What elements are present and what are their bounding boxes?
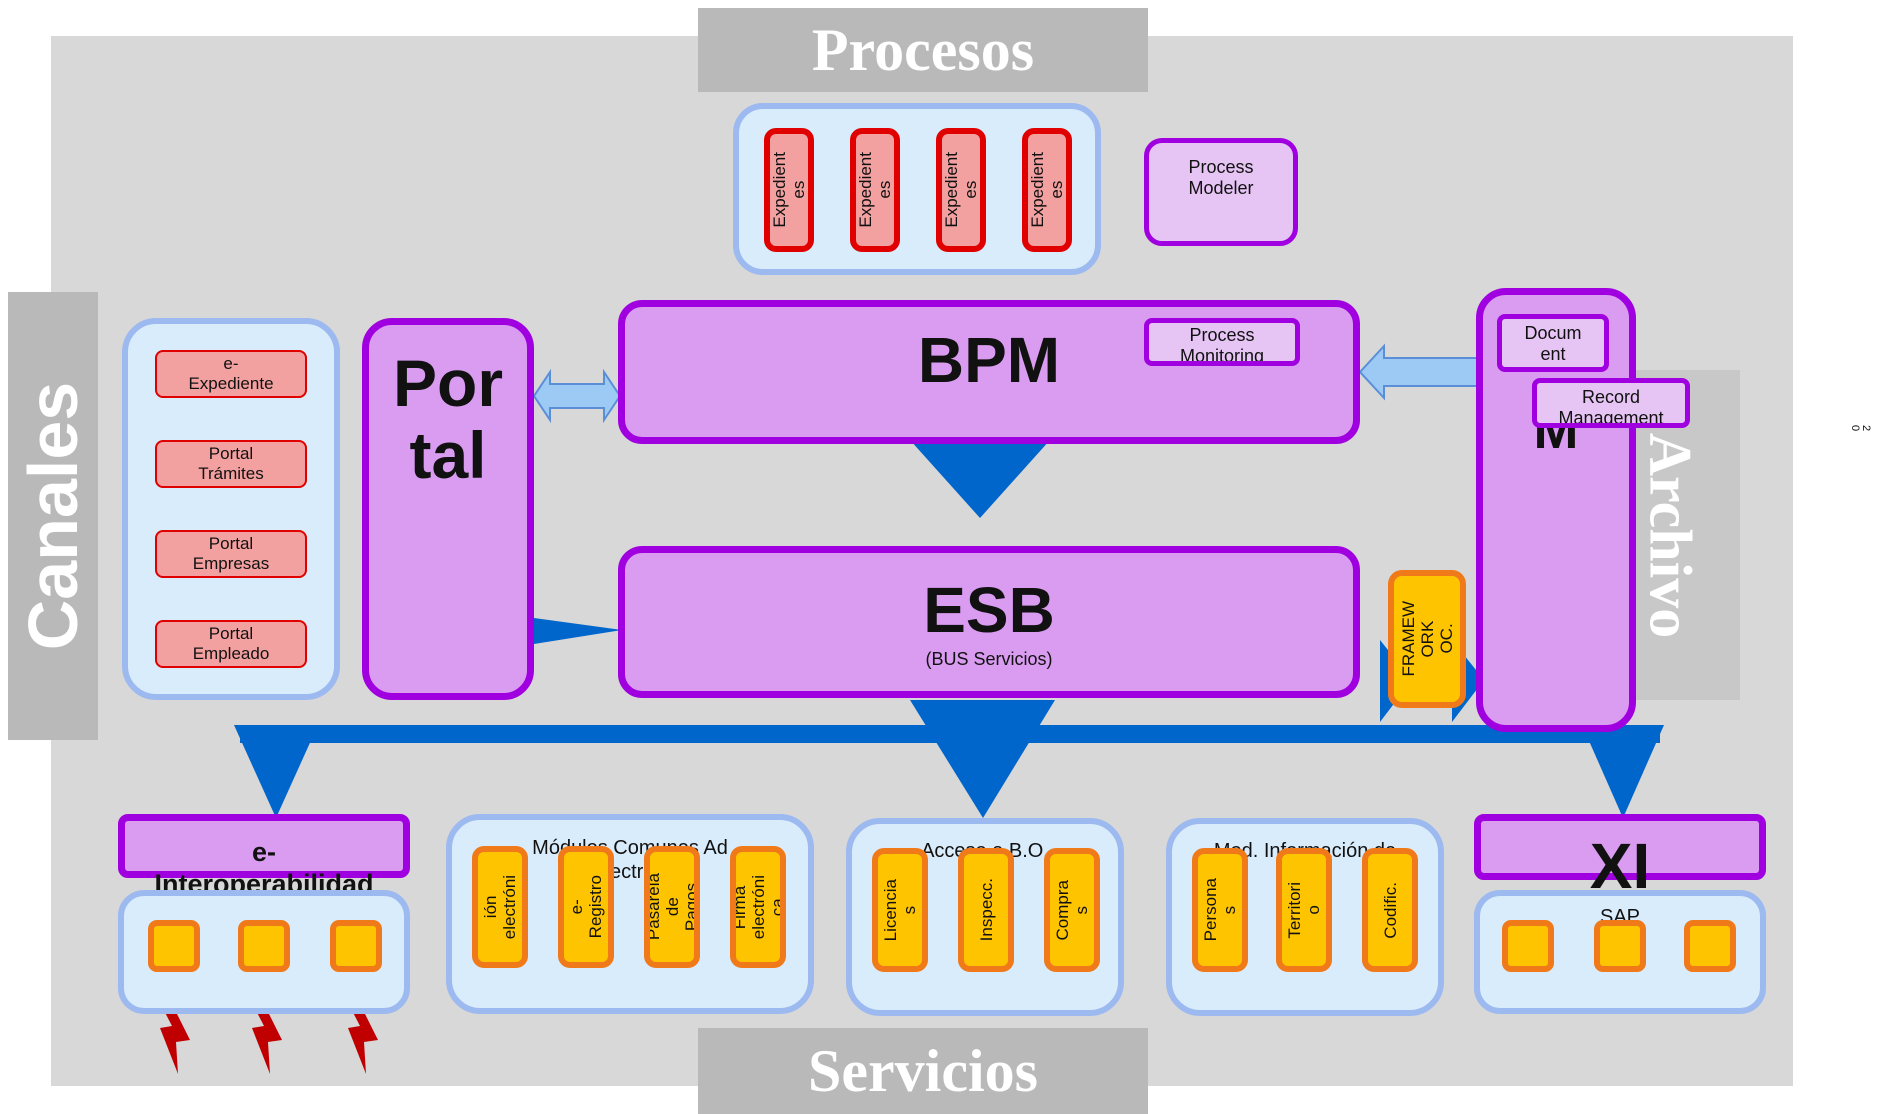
expediente-1[interactable]: Expedient es xyxy=(764,128,814,252)
esb-label: ESB xyxy=(923,574,1055,646)
interop-node-2[interactable] xyxy=(238,920,290,972)
expediente-label: Expedient es xyxy=(856,152,894,228)
modulo-label: Notificac ión electróni ca xyxy=(472,874,528,940)
xi-label: XI xyxy=(1589,830,1651,902)
bus-to-interop-arrow xyxy=(234,725,318,818)
sap-node-1[interactable] xyxy=(1502,920,1554,972)
info-territorio[interactable]: Territori o xyxy=(1276,848,1332,972)
expediente-label: Expedient es xyxy=(1028,152,1066,228)
framework-box[interactable]: FRAMEW ORK OC. xyxy=(1388,570,1466,708)
info-codific[interactable]: Codific. xyxy=(1362,848,1418,972)
xi-header[interactable] xyxy=(1474,814,1766,880)
side-marker: 2 0 xyxy=(1849,425,1872,432)
acceso-label: Inspecc. xyxy=(976,878,996,942)
bus-to-xi-arrow xyxy=(1582,725,1664,818)
expediente-2[interactable]: Expedient es xyxy=(850,128,900,252)
bpm-to-esb-arrow xyxy=(910,440,1050,518)
esb-to-bus-arrow xyxy=(910,700,1055,818)
info-label: Territori o xyxy=(1285,881,1323,939)
expediente-4[interactable]: Expedient es xyxy=(1022,128,1072,252)
modulo-pasarela-pagos[interactable]: Pasarela de Pagos xyxy=(644,846,700,968)
banner-procesos: Procesos xyxy=(698,8,1148,92)
interop-node-3[interactable] xyxy=(330,920,382,972)
info-personas[interactable]: Persona s xyxy=(1192,848,1248,972)
expediente-label: Expedient es xyxy=(770,152,808,228)
modulo-label: Firma electróni ca xyxy=(730,874,786,940)
modulo-notificacion[interactable]: Notificac ión electróni ca xyxy=(472,846,528,968)
interoperabilidad-header[interactable]: e- Interoperabilidad xyxy=(118,814,410,899)
canal-portal-empleado[interactable]: Portal Empleado xyxy=(155,620,307,668)
service-bus-bar xyxy=(240,725,1660,743)
framework-label: FRAMEW ORK OC. xyxy=(1398,601,1456,677)
banner-servicios: Servicios xyxy=(698,1028,1148,1114)
document-routing[interactable]: Docum ent Routin xyxy=(1497,314,1609,372)
expediente-label: Expedient es xyxy=(942,152,980,228)
portal-bpm-double-arrow xyxy=(532,368,622,424)
info-label: Persona s xyxy=(1201,878,1239,942)
acceso-label: Compra s xyxy=(1053,879,1091,941)
modulo-label: Pasarela de Pagos xyxy=(644,873,700,941)
process-modeler[interactable]: Process Modeler xyxy=(1144,138,1298,246)
acceso-inspecc[interactable]: Inspecc. xyxy=(958,848,1014,972)
banner-canales: Canales xyxy=(8,292,98,740)
portal-box[interactable]: Por tal xyxy=(362,318,534,700)
canal-e-expediente[interactable]: e- Expediente Contratacion es xyxy=(155,350,307,398)
modulo-firma-electronica[interactable]: Firma electróni ca xyxy=(730,846,786,968)
acceso-label: Licencia s xyxy=(881,878,919,942)
acceso-compras[interactable]: Compra s xyxy=(1044,848,1100,972)
canal-portal-tramites[interactable]: Portal Trámites xyxy=(155,440,307,488)
process-monitoring[interactable]: Process Monitoring xyxy=(1144,318,1300,366)
modulo-label: e- Registro xyxy=(567,875,605,939)
acceso-licencias[interactable]: Licencia s xyxy=(872,848,928,972)
record-management[interactable]: Record Management xyxy=(1532,378,1690,428)
esb-box[interactable]: ESB (BUS Servicios) xyxy=(618,546,1360,698)
canal-portal-empresas[interactable]: Portal Empresas xyxy=(155,530,307,578)
modulo-e-registro[interactable]: e- Registro xyxy=(558,846,614,968)
portal-to-esb-arrow xyxy=(534,618,622,644)
info-label: Codific. xyxy=(1380,881,1400,939)
expediente-3[interactable]: Expedient es xyxy=(936,128,986,252)
bpm-label: BPM xyxy=(917,324,1061,396)
sap-node-2[interactable] xyxy=(1594,920,1646,972)
esb-sublabel: (BUS Servicios) xyxy=(925,649,1053,669)
sap-node-3[interactable] xyxy=(1684,920,1736,972)
interop-node-1[interactable] xyxy=(148,920,200,972)
